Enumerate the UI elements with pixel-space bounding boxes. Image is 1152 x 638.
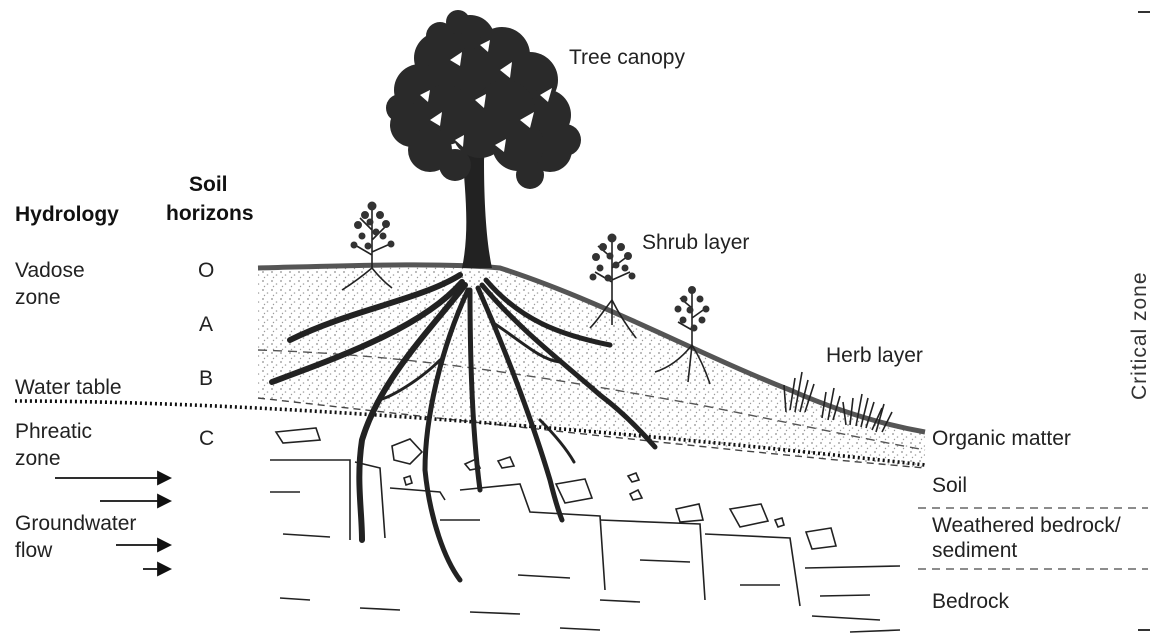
- critical-zone-label: Critical zone: [1128, 271, 1151, 400]
- bedrock-sketch: [270, 460, 900, 632]
- organic-matter-label: Organic matter: [932, 427, 1071, 450]
- weathered-bedrock-label-line2: sediment: [932, 539, 1017, 562]
- soil-label: Soil: [932, 474, 967, 497]
- hydrology-header: Hydrology: [15, 203, 119, 226]
- horizon-a-label: A: [199, 313, 213, 336]
- soil-horizons-header-line2: horizons: [166, 202, 254, 225]
- vadose-zone-label-line1: Vadose: [15, 259, 85, 282]
- phreatic-zone-label-line1: Phreatic: [15, 420, 92, 443]
- shrub-layer-label: Shrub layer: [642, 231, 749, 254]
- horizon-b-label: B: [199, 367, 213, 390]
- bedrock-label: Bedrock: [932, 590, 1010, 613]
- water-table-label: Water table: [15, 376, 122, 399]
- weathered-bedrock-label-line1: Weathered bedrock/: [932, 514, 1121, 537]
- herb-layer-label: Herb layer: [826, 344, 923, 367]
- vadose-zone-label-line2: zone: [15, 286, 61, 309]
- soil-region: [258, 265, 925, 468]
- groundwater-flow-label-line1: Groundwater: [15, 512, 136, 535]
- phreatic-zone-label-line2: zone: [15, 447, 61, 470]
- horizon-c-label: C: [199, 427, 214, 450]
- soil-horizons-header-line1: Soil: [189, 173, 228, 196]
- groundwater-flow-label-line2: flow: [15, 539, 53, 562]
- horizon-o-label: O: [198, 259, 214, 282]
- tree-canopy-label: Tree canopy: [569, 46, 685, 69]
